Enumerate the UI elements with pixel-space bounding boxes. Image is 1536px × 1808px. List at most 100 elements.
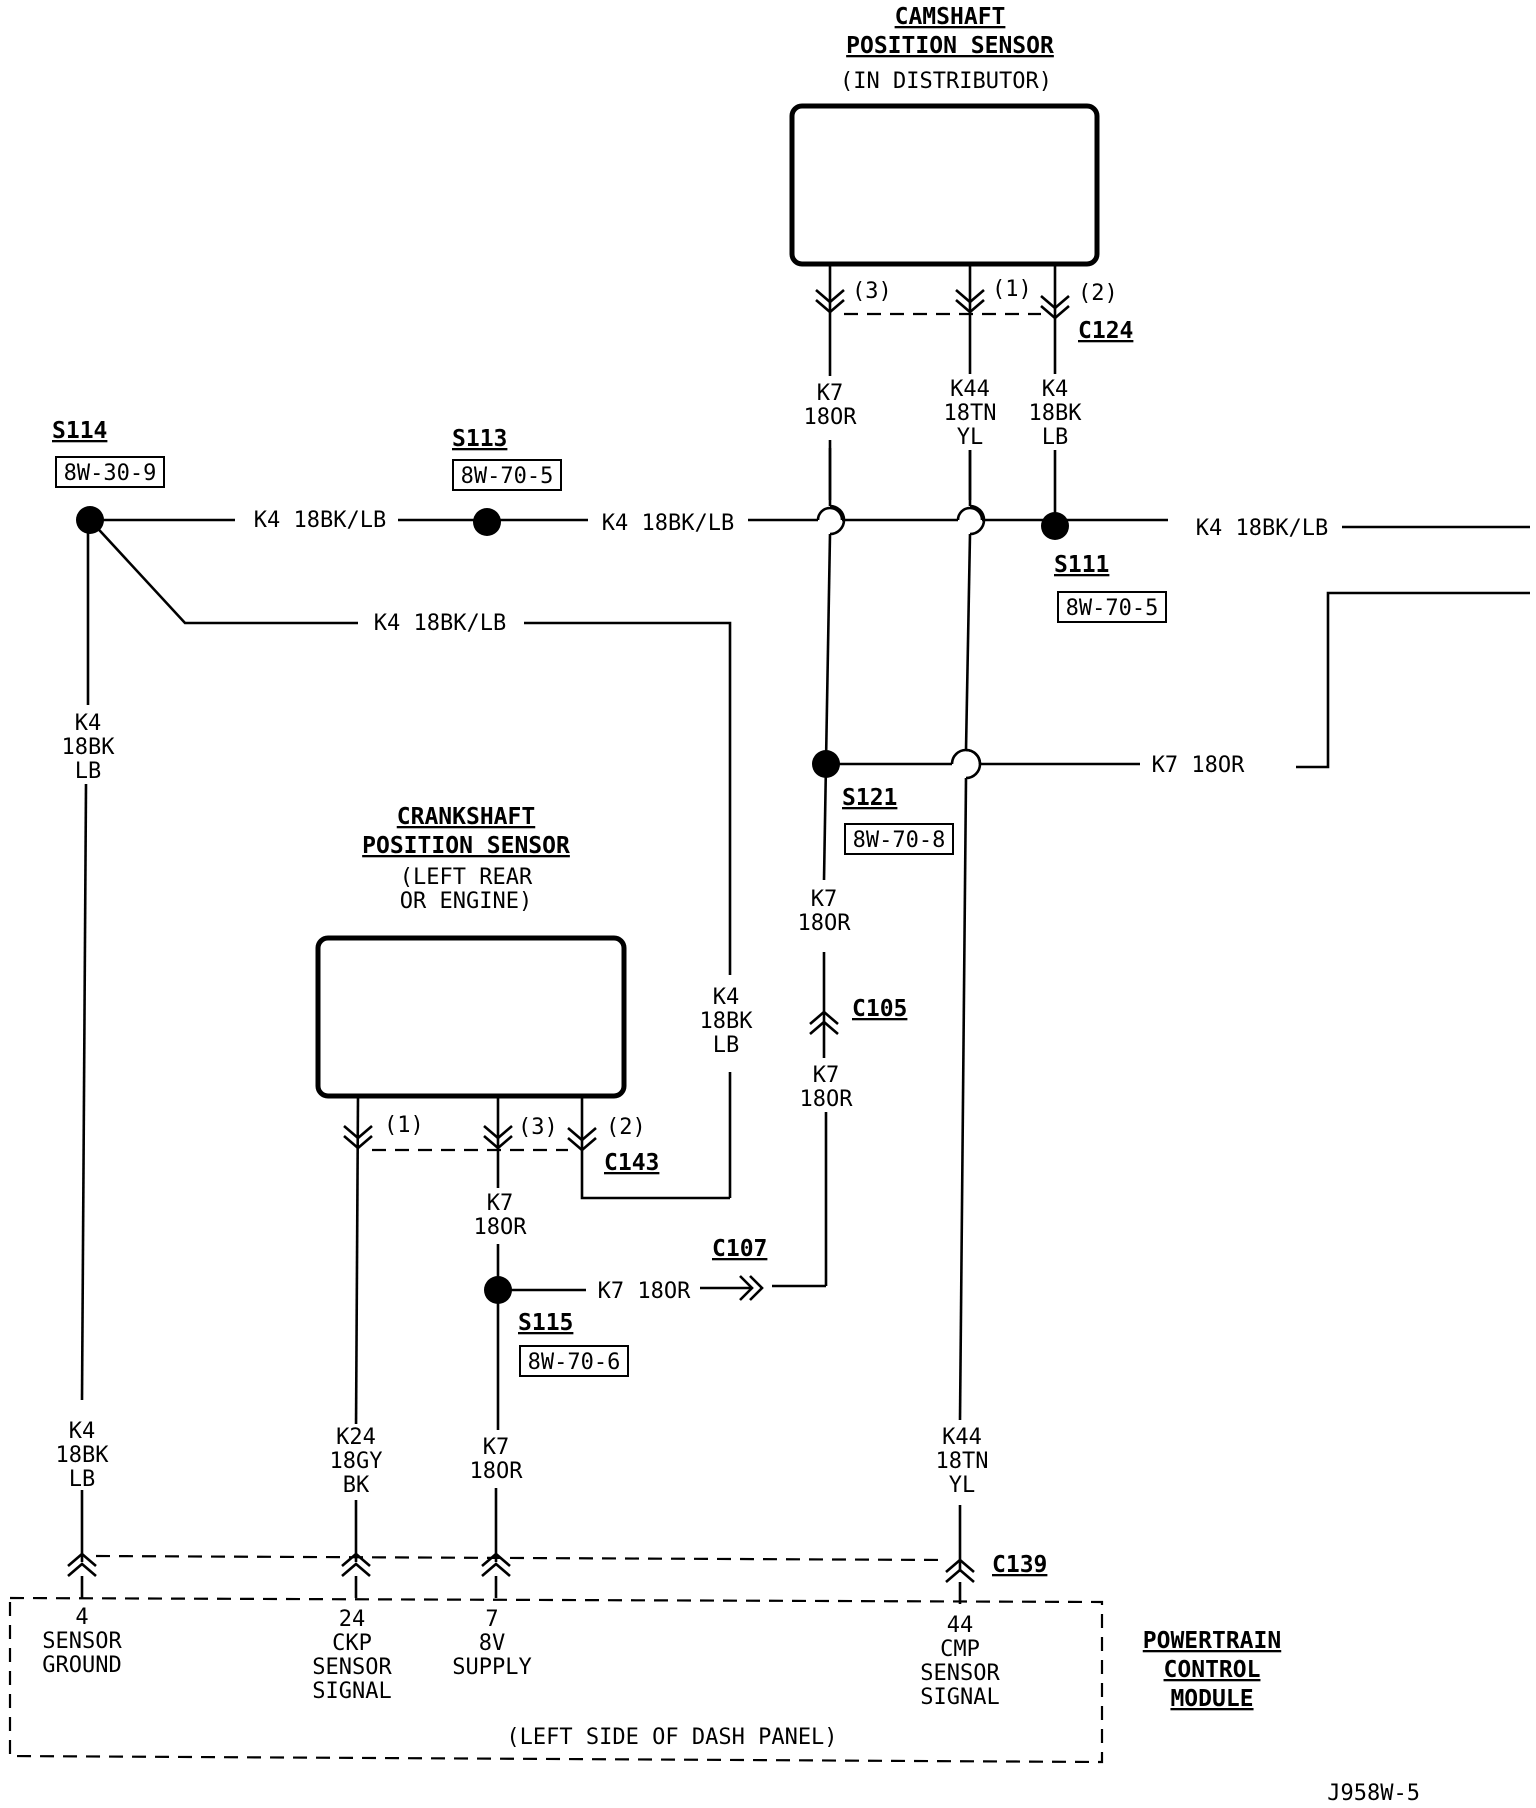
s121-label: S121 <box>842 785 897 811</box>
c139-pin24-terminal <box>341 1552 371 1577</box>
s114-ref: 8W-30-9 <box>64 461 157 486</box>
c143-label: C143 <box>604 1150 659 1176</box>
cam-pin3-label: (3) <box>852 279 892 304</box>
c124-pin1-terminal <box>955 289 985 314</box>
pcm-pin24-num: 24 <box>339 1607 366 1632</box>
s111-ref-box <box>1057 591 1167 623</box>
s113-splice <box>473 508 501 536</box>
k7-s121-c105-l2: 18OR <box>798 911 852 936</box>
k7-crank-s115-l1: K7 <box>487 1191 514 1216</box>
crankshaft-sensor-box <box>315 935 627 1099</box>
k44-pcm-l3: YL <box>949 1473 976 1498</box>
k4-left-lower-l2: 18BK <box>56 1443 110 1468</box>
s115-label: S115 <box>518 1310 573 1336</box>
s115-ref-box <box>519 1345 629 1377</box>
pcm-pin4-l1: SENSOR <box>42 1629 122 1654</box>
c105-label: C105 <box>852 996 907 1022</box>
k4-cam-l2: 18BK <box>1029 401 1083 426</box>
k4-left-lower-l1: K4 <box>69 1419 96 1444</box>
k4-cam-l3: LB <box>1042 425 1069 450</box>
pcm-pin7-num: 7 <box>485 1607 498 1632</box>
k4-left-lower-l3: LB <box>69 1467 96 1492</box>
pcm-pin24-l1: CKP <box>332 1631 372 1656</box>
k24-l3: BK <box>343 1473 370 1498</box>
camshaft-title-1: CAMSHAFT <box>895 4 1006 30</box>
pcm-title-1: POWERTRAIN <box>1143 1628 1281 1654</box>
s111-ref: 8W-70-5 <box>1066 596 1159 621</box>
k7-c105-c107-l1: K7 <box>813 1063 840 1088</box>
crankshaft-title-1: CRANKSHAFT <box>397 804 535 830</box>
k4-left-upper-l2: 18BK <box>62 735 116 760</box>
k7-s121-c105-l1: K7 <box>811 887 838 912</box>
pcm-location: (LEFT SIDE OF DASH PANEL) <box>506 1725 837 1750</box>
k4-crank-branch <box>89 519 732 1200</box>
pcm-pin7-l2: SUPPLY <box>452 1655 531 1680</box>
k4-crank-mid-l3: LB <box>713 1033 740 1058</box>
c143-pin3-terminal <box>483 1125 513 1150</box>
k44-wire <box>958 450 986 1572</box>
s113-ref-box <box>452 459 562 491</box>
k4-s114-s113-label: K4 18BK/LB <box>254 508 386 533</box>
pcm-pin4-l2: GROUND <box>42 1653 121 1678</box>
c139-pin4-terminal <box>67 1552 97 1577</box>
c139-pin44-terminal <box>945 1558 975 1583</box>
s113-ref: 8W-70-5 <box>461 464 554 489</box>
crankshaft-title-2: POSITION SENSOR <box>362 833 570 859</box>
pcm-pin44-num: 44 <box>947 1613 974 1638</box>
k4-left-upper-l1: K4 <box>75 711 102 736</box>
figure-id: J958W-5 <box>1327 1781 1420 1806</box>
pcm-pin24-l2: SENSOR <box>312 1655 392 1680</box>
k44-cam-l1: K44 <box>950 377 990 402</box>
k4-s114-diag-label: K4 18BK/LB <box>374 611 506 636</box>
camshaft-location: (IN DISTRIBUTOR) <box>840 69 1052 94</box>
camshaft-sensor-box <box>789 103 1100 267</box>
k44-cam-l3: YL <box>957 425 984 450</box>
k7-cam-l2: 18OR <box>804 405 858 430</box>
pcm-pin24-l3: SIGNAL <box>312 1679 391 1704</box>
pcm-module: 4 SENSOR GROUND 24 CKP SENSOR SIGNAL 7 8… <box>8 1596 1281 1764</box>
k7-pcm-l1: K7 <box>483 1435 510 1460</box>
k4-left-wire-mid <box>80 783 88 1401</box>
k7-s115-c107-label: K7 18OR <box>598 1279 691 1304</box>
pcm-pin44-l1: CMP <box>940 1637 980 1662</box>
k7-cam-l1: K7 <box>817 381 844 406</box>
k24-l1: K24 <box>336 1425 376 1450</box>
s121-ref-box <box>844 823 954 855</box>
c143-pin1-terminal <box>343 1125 373 1150</box>
c139-pin7-terminal <box>481 1552 511 1577</box>
s114-label: S114 <box>52 418 107 444</box>
s111-label: S111 <box>1054 552 1109 578</box>
k7-crank-s115-l2: 18OR <box>474 1215 528 1240</box>
pcm-boundary <box>8 1596 1104 1764</box>
k7-c105-c107-l2: 18OR <box>800 1087 854 1112</box>
s113-label: S113 <box>452 426 507 452</box>
k7-cam-wire <box>772 440 846 1288</box>
c105-terminal <box>809 1010 839 1035</box>
camshaft-title-2: POSITION SENSOR <box>846 33 1054 59</box>
crankshaft-pins: (1) (3) (2) C143 <box>343 1095 659 1431</box>
c139-connector: C139 <box>67 1552 1047 1604</box>
camshaft-sensor: CAMSHAFT POSITION SENSOR (IN DISTRIBUTOR… <box>789 4 1100 267</box>
crankshaft-location-1: (LEFT REAR <box>400 865 533 890</box>
crank-pin1-label: (1) <box>384 1113 424 1138</box>
k4-crank-mid-l2: 18BK <box>700 1009 754 1034</box>
pcm-pin7-l1: 8V <box>479 1631 506 1656</box>
k4-s111-right-label: K4 18BK/LB <box>1196 516 1328 541</box>
cam-pin2-label: (2) <box>1078 281 1118 306</box>
pcm-pin44-l2: SENSOR <box>920 1661 1000 1686</box>
k4-cam-l1: K4 <box>1042 377 1069 402</box>
c124-label: C124 <box>1078 318 1133 344</box>
crank-pin2-label: (2) <box>606 1115 646 1140</box>
camshaft-pins: (3) (1) (2) C124 <box>815 264 1133 500</box>
pcm-pin44-l3: SIGNAL <box>920 1685 999 1710</box>
pcm-title-3: MODULE <box>1170 1686 1253 1712</box>
k7-s121-right-label: K7 18OR <box>1152 753 1245 778</box>
s121-ref: 8W-70-8 <box>853 828 946 853</box>
s114-ref-box <box>55 456 165 488</box>
k7-pcm-l2: 18OR <box>470 1459 524 1484</box>
k4-crank-mid-l1: K4 <box>713 985 740 1010</box>
crankshaft-sensor: CRANKSHAFT POSITION SENSOR (LEFT REAR OR… <box>315 804 627 1099</box>
k44-cam-l2: 18TN <box>944 401 997 426</box>
k24-l2: 18GY <box>330 1449 383 1474</box>
